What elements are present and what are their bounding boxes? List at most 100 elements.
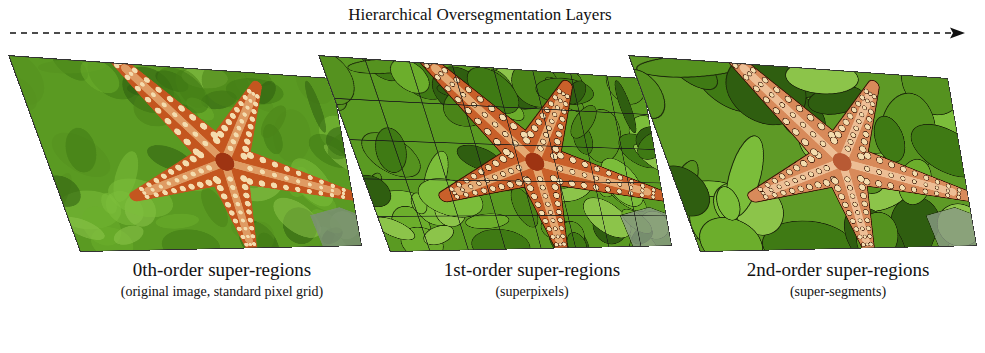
starfish-dot bbox=[757, 187, 763, 192]
starfish-dot bbox=[800, 122, 807, 128]
starfish-dot bbox=[552, 95, 558, 100]
starfish-dot bbox=[238, 101, 245, 107]
starfish-dot bbox=[244, 201, 251, 207]
starfish-outline bbox=[707, 55, 977, 252]
starfish-dot bbox=[800, 175, 806, 180]
starfish-dot bbox=[330, 189, 334, 192]
starfish-dot bbox=[468, 185, 474, 189]
background-patch bbox=[256, 101, 291, 143]
starfish-dot bbox=[738, 57, 745, 63]
starfish-dot bbox=[846, 113, 853, 119]
arm-stripe bbox=[126, 69, 225, 162]
starfish-dot bbox=[806, 114, 814, 121]
starfish-dot bbox=[876, 170, 882, 175]
starfish-dot bbox=[849, 219, 855, 224]
starfish-dot bbox=[555, 131, 562, 137]
starfish-dot bbox=[243, 227, 248, 231]
caption-heading: 0th-order super-regions bbox=[115, 257, 330, 283]
starfish-dot bbox=[259, 157, 267, 164]
starfish-dot bbox=[800, 160, 808, 167]
starfish-dot bbox=[170, 188, 177, 193]
starfish-dot bbox=[233, 107, 240, 113]
starfish-dot bbox=[199, 123, 208, 130]
background-patch bbox=[714, 185, 743, 221]
starfish-dot bbox=[202, 141, 209, 147]
starfish-dot bbox=[773, 87, 781, 93]
starfish-dot bbox=[912, 171, 918, 176]
starfish-dot bbox=[249, 226, 255, 231]
starfish-dot bbox=[236, 126, 242, 131]
starfish-dot bbox=[216, 131, 225, 138]
starfish-dot bbox=[242, 95, 248, 100]
starfish-dot bbox=[582, 173, 588, 178]
starfish-dot bbox=[128, 72, 134, 77]
starfish-dot bbox=[523, 177, 532, 184]
starfish-dot bbox=[531, 125, 539, 132]
starfish-dot bbox=[876, 157, 884, 164]
image-panel bbox=[318, 55, 672, 252]
starfish-dot bbox=[859, 112, 864, 117]
starfish-dot bbox=[651, 188, 656, 192]
starfish-dot bbox=[857, 235, 863, 239]
starfish-dot bbox=[851, 107, 858, 113]
starfish-dot bbox=[534, 202, 541, 208]
panel-border bbox=[9, 56, 362, 252]
arm-stripe bbox=[842, 162, 866, 240]
starfish-dot bbox=[569, 169, 575, 174]
starfish-center bbox=[213, 153, 236, 171]
starfish-dot bbox=[164, 118, 172, 125]
background bbox=[318, 55, 672, 252]
starfish-dot bbox=[221, 125, 229, 132]
starfish-dot bbox=[500, 172, 507, 177]
image-panel bbox=[8, 55, 362, 252]
starfish-dot bbox=[557, 166, 564, 171]
starfish-dot bbox=[771, 178, 778, 183]
starfish-dot bbox=[776, 185, 781, 189]
starfish-dot bbox=[842, 202, 849, 208]
arm-stripe bbox=[208, 95, 267, 163]
starfish-dot bbox=[797, 186, 804, 192]
starfish-dot bbox=[189, 156, 198, 163]
starfish-dot bbox=[868, 242, 873, 246]
background-patch bbox=[850, 204, 905, 252]
starfish-dot bbox=[173, 128, 182, 135]
image-panel bbox=[628, 55, 977, 252]
starfish-dot bbox=[847, 185, 853, 190]
starfish-dot bbox=[912, 179, 917, 183]
starfish-dot bbox=[319, 186, 323, 190]
starfish-dot bbox=[283, 185, 290, 191]
grid-line bbox=[493, 67, 541, 248]
background-patch bbox=[906, 113, 977, 187]
starfish-dot bbox=[946, 189, 950, 192]
starfish-dot bbox=[606, 179, 611, 183]
arm-stripe bbox=[535, 162, 559, 240]
starfish-dot bbox=[779, 174, 786, 180]
starfish-dot bbox=[182, 175, 188, 180]
starfish-dot bbox=[235, 202, 241, 206]
starfish-dot bbox=[617, 175, 623, 180]
starfish-dot bbox=[629, 179, 635, 184]
starfish-dot bbox=[134, 86, 142, 92]
starfish-dot bbox=[474, 118, 482, 125]
starfish-dot bbox=[212, 137, 221, 144]
starfish-dot bbox=[182, 160, 190, 167]
starfish-dot bbox=[470, 173, 477, 179]
starfish-dot bbox=[444, 86, 452, 92]
starfish-dot bbox=[179, 186, 187, 192]
starfish-dot bbox=[865, 99, 870, 103]
starfish-dot bbox=[245, 131, 252, 137]
starfish-dot bbox=[844, 146, 851, 152]
starfish-dot bbox=[271, 161, 278, 167]
starfish-dot bbox=[550, 175, 559, 182]
starfish-dot bbox=[548, 101, 555, 107]
starfish-dot bbox=[342, 192, 346, 195]
grid-line bbox=[571, 73, 609, 247]
starfish-dot bbox=[242, 112, 247, 117]
caption-note: (super-segments) bbox=[741, 283, 936, 301]
background-patch bbox=[109, 222, 148, 249]
starfish-dot bbox=[270, 182, 277, 188]
starfish-dot bbox=[899, 185, 906, 191]
starfish-dot bbox=[166, 181, 172, 185]
starfish-dot bbox=[284, 176, 289, 181]
starfish-dot bbox=[216, 185, 224, 191]
